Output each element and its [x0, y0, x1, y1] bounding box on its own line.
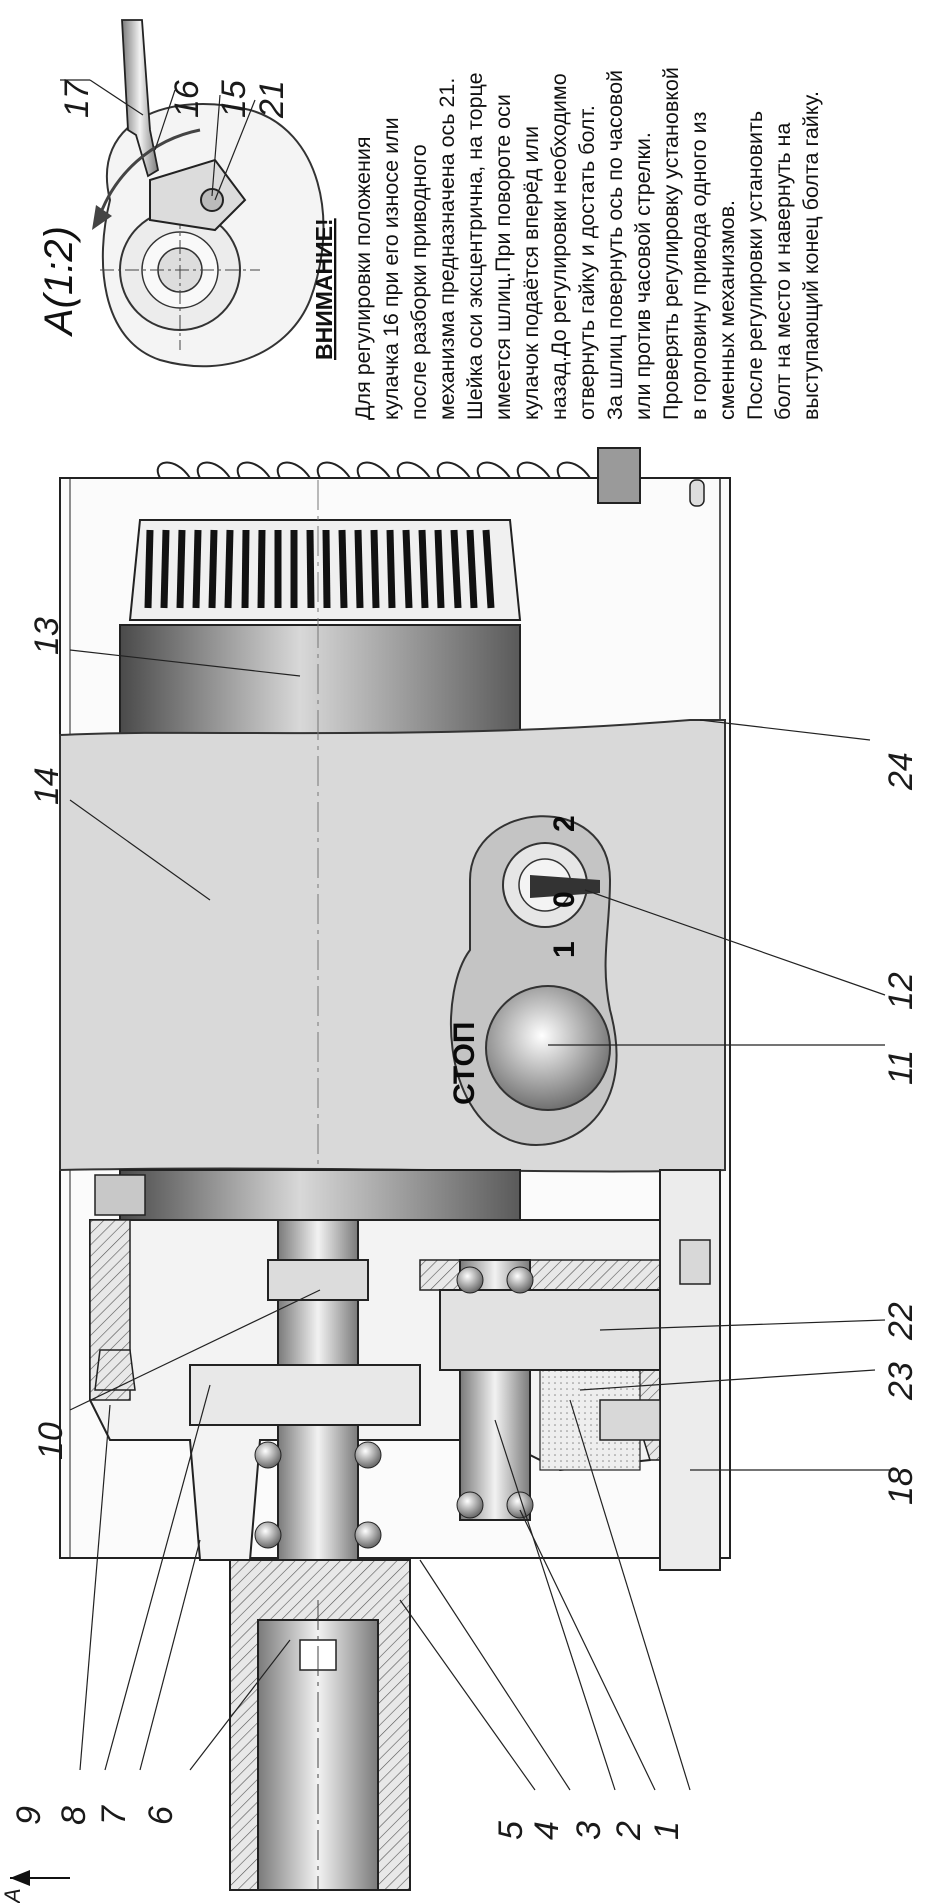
- warning-line: кулачок подаётся вперёд или: [519, 126, 543, 420]
- callout-2: 2: [610, 1821, 648, 1841]
- warning-line: За шлиц повернуть ось по часовой: [603, 70, 627, 420]
- warning-line: после разборки приводного: [407, 144, 431, 420]
- warning-heading: ВНИМАНИЕ!: [311, 218, 337, 360]
- warning-line: Проверять регулировку установкой: [659, 67, 683, 420]
- bearing-ball: [506, 1491, 534, 1519]
- callout-12: 12: [882, 972, 920, 1010]
- warning-line: выступающий конец болта гайку.: [799, 91, 823, 420]
- callout-5: 5: [492, 1821, 530, 1840]
- callout-24: 24: [882, 752, 920, 791]
- callout-17: 17: [58, 79, 96, 118]
- position-label-0: 0: [548, 891, 581, 908]
- switch-lever-icon: [530, 875, 600, 898]
- callout-18: 18: [882, 1467, 920, 1505]
- main-assembly: СТОП 1 0 2: [0, 447, 731, 1903]
- detail-view-a: А(1:2): [37, 19, 325, 368]
- callout-9: 9: [10, 1806, 48, 1825]
- callout-7: 7: [95, 1805, 133, 1825]
- callout-14: 14: [28, 767, 66, 805]
- warning-note: ВНИМАНИЕ! Для регулировки положения кула…: [311, 67, 823, 420]
- callout-23: 23: [882, 1362, 920, 1401]
- warning-line: сменных механизмов.: [715, 200, 739, 420]
- callout-8: 8: [55, 1806, 93, 1825]
- callout-4: 4: [528, 1821, 566, 1840]
- bearing-ball: [456, 1491, 484, 1519]
- callout-10: 10: [32, 1422, 70, 1460]
- lever-17: [121, 19, 160, 178]
- gear-10: [267, 1259, 369, 1301]
- callout-11: 11: [882, 1050, 920, 1085]
- warning-line: или против часовой стрелки.: [631, 132, 655, 420]
- warning-line: механизма предназначена ось 21.: [435, 78, 459, 420]
- callout-22: 22: [882, 1302, 920, 1341]
- bearing-ball: [354, 1521, 382, 1549]
- warning-line: отвернуть гайку и достать болт.: [575, 105, 599, 420]
- motor-flange: [119, 1169, 521, 1221]
- position-label-2: 2: [548, 815, 581, 832]
- side-plug: [597, 447, 641, 504]
- callout-21: 21: [253, 80, 291, 119]
- gear-7: [189, 1364, 421, 1426]
- warning-line: назад.До регулировки необходимо: [547, 73, 571, 420]
- bearing-ball: [506, 1266, 534, 1294]
- warning-line: кулачка 16 при его износе или: [379, 117, 403, 420]
- warning-line: имеется шлиц.При повороте оси: [491, 94, 515, 420]
- warning-line: Для регулировки положения: [351, 136, 375, 420]
- position-label-1: 1: [548, 941, 581, 958]
- gear-22: [439, 1289, 661, 1371]
- part-callouts: 9 8 7 6 5 4 3 2 1 10 22 23 18 11 12 24 1…: [10, 79, 920, 1841]
- callout-16: 16: [168, 80, 206, 118]
- bearing-ball: [456, 1266, 484, 1294]
- breather-plug-9: [94, 1349, 136, 1391]
- leader-lines: [69, 649, 890, 1791]
- electric-motor-13: [119, 624, 521, 736]
- callout-1: 1: [648, 1821, 686, 1840]
- callout-6: 6: [142, 1806, 180, 1825]
- callout-13: 13: [28, 617, 66, 655]
- bearing-ball: [254, 1521, 282, 1549]
- warning-line: Шейка оси эксцентрична, на торце: [463, 72, 487, 420]
- fan-grille: [128, 519, 522, 621]
- callout-15: 15: [215, 80, 253, 118]
- cooling-fins: [156, 461, 591, 479]
- bearing-ball: [254, 1441, 282, 1469]
- detail-view-title: А(1:2): [37, 226, 81, 337]
- callout-3: 3: [570, 1821, 608, 1840]
- rotation-arrow: [98, 128, 201, 216]
- warning-line: После регулировки установить: [743, 111, 767, 420]
- warning-line: болт на место и навернуть на: [771, 123, 795, 420]
- base-plate-18: [659, 1169, 721, 1571]
- control-cover-14: [59, 719, 726, 1173]
- warning-line: в горловину привода одного из: [687, 111, 711, 420]
- section-label-a: A: [0, 1888, 25, 1903]
- stop-button-11[interactable]: [485, 985, 611, 1111]
- stop-label: СТОП: [448, 1022, 481, 1105]
- cam-16: [149, 158, 247, 232]
- bearing-ball: [354, 1441, 382, 1469]
